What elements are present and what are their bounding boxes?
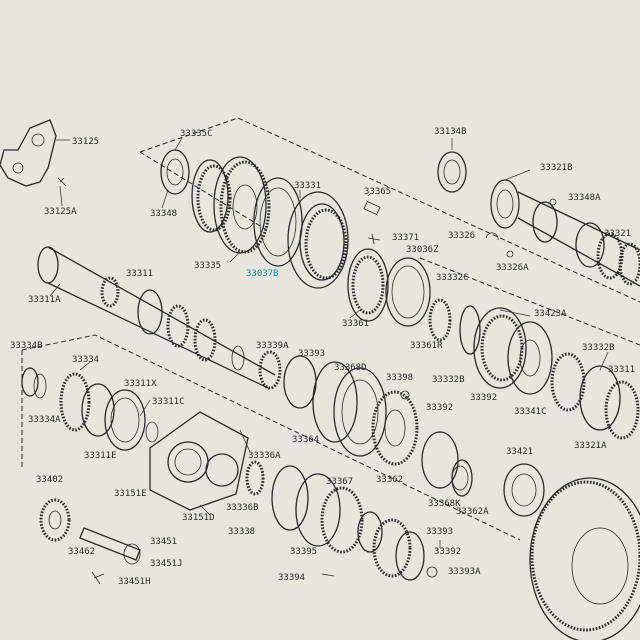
label-33332B-2[interactable]: 33332B — [582, 343, 615, 353]
cover-plate-33134B — [437, 151, 467, 193]
label-33462[interactable]: 33462 — [68, 547, 95, 557]
leader-lines — [49, 137, 609, 548]
label-33402[interactable]: 33402 — [36, 475, 63, 485]
label-33334[interactable]: 33334 — [72, 355, 99, 365]
label-33335[interactable]: 33335 — [194, 261, 221, 271]
label-33361R[interactable]: 33361R — [410, 341, 443, 351]
gear-cluster-right — [428, 298, 640, 440]
label-33037B[interactable]: 33037B — [246, 269, 279, 279]
gear-cluster-middle — [258, 350, 473, 497]
detent-parts — [363, 198, 557, 258]
label-33395[interactable]: 33395 — [290, 547, 317, 557]
label-33311-r[interactable]: 33311 — [608, 365, 635, 375]
part-labels: 33125 33125A 33335C 33348 33331 33335 33… — [10, 127, 635, 587]
label-33036Z[interactable]: 33036Z — [406, 245, 439, 255]
bracket-part — [0, 119, 67, 187]
label-33335C[interactable]: 33335C — [180, 129, 213, 139]
label-33311E[interactable]: 33311E — [84, 451, 117, 461]
group-outline-lower — [21, 334, 521, 541]
label-33336B[interactable]: 33336B — [226, 503, 259, 513]
gear-33402 — [39, 498, 71, 542]
label-33311A[interactable]: 33311A — [28, 295, 61, 305]
label-33392-c[interactable]: 33392 — [434, 547, 461, 557]
label-33371[interactable]: 33371 — [392, 233, 419, 243]
label-33392-b[interactable]: 33392 — [426, 403, 453, 413]
label-33338[interactable]: 33338 — [228, 527, 255, 537]
label-33392[interactable]: 33392 — [470, 393, 497, 403]
label-33393-b[interactable]: 33393 — [426, 527, 453, 537]
label-33321A[interactable]: 33321A — [574, 441, 607, 451]
label-33341C[interactable]: 33341C — [514, 407, 547, 417]
label-33326A[interactable]: 33326A — [496, 263, 529, 273]
label-33339A[interactable]: 33339A — [256, 341, 289, 351]
differential-ring-gear — [503, 463, 640, 640]
label-33311[interactable]: 33311 — [126, 269, 153, 279]
label-33151D[interactable]: 33151D — [182, 513, 215, 523]
label-33311X[interactable]: 33311X — [124, 379, 157, 389]
label-33332B[interactable]: 33332B — [432, 375, 465, 385]
label-33451[interactable]: 33451 — [150, 537, 177, 547]
label-33334B[interactable]: 33334B — [10, 341, 43, 351]
label-33421[interactable]: 33421 — [506, 447, 533, 457]
bearing-plate-33151D — [149, 411, 249, 511]
label-33451J[interactable]: 33451J — [150, 559, 183, 569]
label-33125A[interactable]: 33125A — [44, 207, 77, 217]
label-33398[interactable]: 33398 — [386, 373, 413, 383]
countershaft-upper — [490, 179, 640, 287]
label-33151E[interactable]: 33151E — [114, 489, 147, 499]
gear-cluster-lower-left — [21, 367, 159, 451]
label-33134B[interactable]: 33134B — [434, 127, 467, 137]
label-33321[interactable]: 33321 — [604, 229, 631, 239]
synchro-ring-upper — [347, 248, 431, 327]
label-33362A[interactable]: 33362A — [456, 507, 489, 517]
label-33451H[interactable]: 33451H — [118, 577, 151, 587]
label-33368D[interactable]: 33368D — [334, 363, 367, 373]
label-33334A[interactable]: 33334A — [28, 415, 61, 425]
label-33311C[interactable]: 33311C — [152, 397, 185, 407]
main-shaft-33311 — [37, 246, 276, 389]
label-33348[interactable]: 33348 — [150, 209, 177, 219]
label-33367[interactable]: 33367 — [326, 477, 353, 487]
label-33423A[interactable]: 33423A — [534, 309, 567, 319]
label-33362[interactable]: 33362 — [376, 475, 403, 485]
label-33365[interactable]: 33365 — [364, 187, 391, 197]
gear-cluster-lower — [245, 460, 425, 581]
gear-cluster-upper — [160, 149, 349, 289]
label-33361[interactable]: 33361 — [342, 319, 369, 329]
label-33368K[interactable]: 33368K — [428, 499, 461, 509]
misc-snap-rings — [321, 390, 469, 578]
label-33393[interactable]: 33393 — [298, 349, 325, 359]
label-33321B[interactable]: 33321B — [540, 163, 573, 173]
label-33331[interactable]: 33331 — [294, 181, 321, 191]
label-33326[interactable]: 33326 — [448, 231, 475, 241]
label-33393A[interactable]: 33393A — [448, 567, 481, 577]
label-33336A[interactable]: 33336A — [248, 451, 281, 461]
label-33348A[interactable]: 33348A — [568, 193, 601, 203]
label-33125[interactable]: 33125 — [72, 137, 99, 147]
label-33364[interactable]: 33364 — [292, 435, 319, 445]
label-33394[interactable]: 33394 — [278, 573, 305, 583]
label-33332C[interactable]: 33332C — [436, 273, 469, 283]
sleeve-33451 — [79, 527, 141, 585]
